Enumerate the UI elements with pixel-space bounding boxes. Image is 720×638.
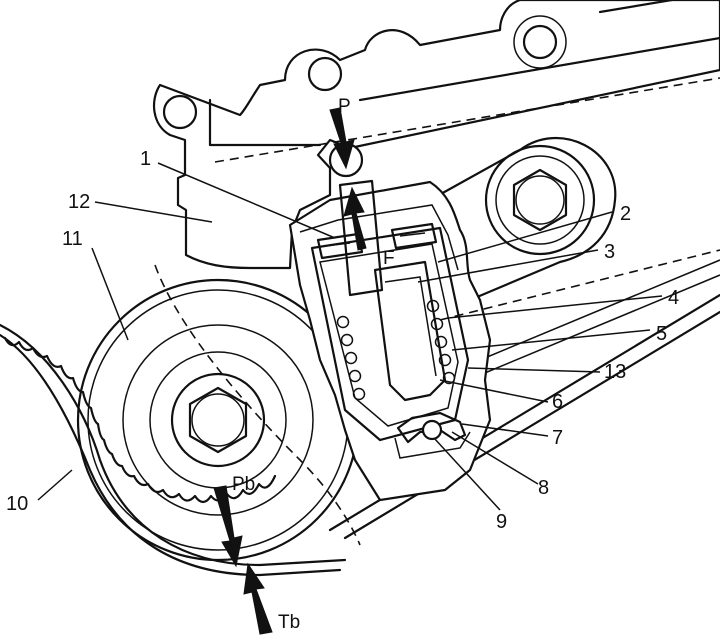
check-ball bbox=[421, 419, 443, 441]
callout-6: 6 bbox=[552, 391, 563, 413]
force-arrows bbox=[213, 107, 367, 635]
callouts: 1 2 3 4 5 6 7 8 9 10 11 12 13 bbox=[6, 148, 679, 533]
leader-lines bbox=[37, 162, 663, 511]
arrow-p bbox=[329, 107, 355, 170]
callout-4: 4 bbox=[668, 287, 679, 309]
callout-2: 2 bbox=[620, 203, 631, 225]
label-tb: Tb bbox=[278, 612, 300, 633]
callout-10: 10 bbox=[6, 493, 28, 515]
callout-12: 12 bbox=[68, 191, 90, 213]
callout-11: 11 bbox=[62, 228, 83, 250]
plunger bbox=[373, 260, 447, 402]
callout-5: 5 bbox=[656, 323, 667, 345]
arrow-f bbox=[343, 186, 367, 251]
callout-9: 9 bbox=[496, 511, 507, 533]
callout-7: 7 bbox=[552, 427, 563, 449]
label-pb: Pb bbox=[232, 474, 255, 495]
guide-dash bbox=[439, 249, 720, 321]
force-labels: P F Pb Tb bbox=[232, 96, 395, 633]
hex-bolt-upper bbox=[512, 168, 568, 232]
callout-13: 13 bbox=[604, 361, 626, 383]
callout-8: 8 bbox=[538, 477, 549, 499]
arrow-tb bbox=[243, 562, 273, 635]
label-f: F bbox=[383, 248, 395, 269]
spring-coils bbox=[336, 299, 456, 401]
pivot-arm bbox=[428, 137, 617, 302]
hex-bolt-pulley bbox=[188, 386, 248, 454]
callout-1: 1 bbox=[140, 148, 151, 170]
push-rod bbox=[338, 179, 384, 297]
arrow-pb bbox=[213, 485, 243, 568]
callout-3: 3 bbox=[604, 241, 615, 263]
label-p: P bbox=[338, 96, 351, 117]
pivot-arc bbox=[154, 264, 361, 546]
engine-bracket bbox=[152, 0, 720, 270]
